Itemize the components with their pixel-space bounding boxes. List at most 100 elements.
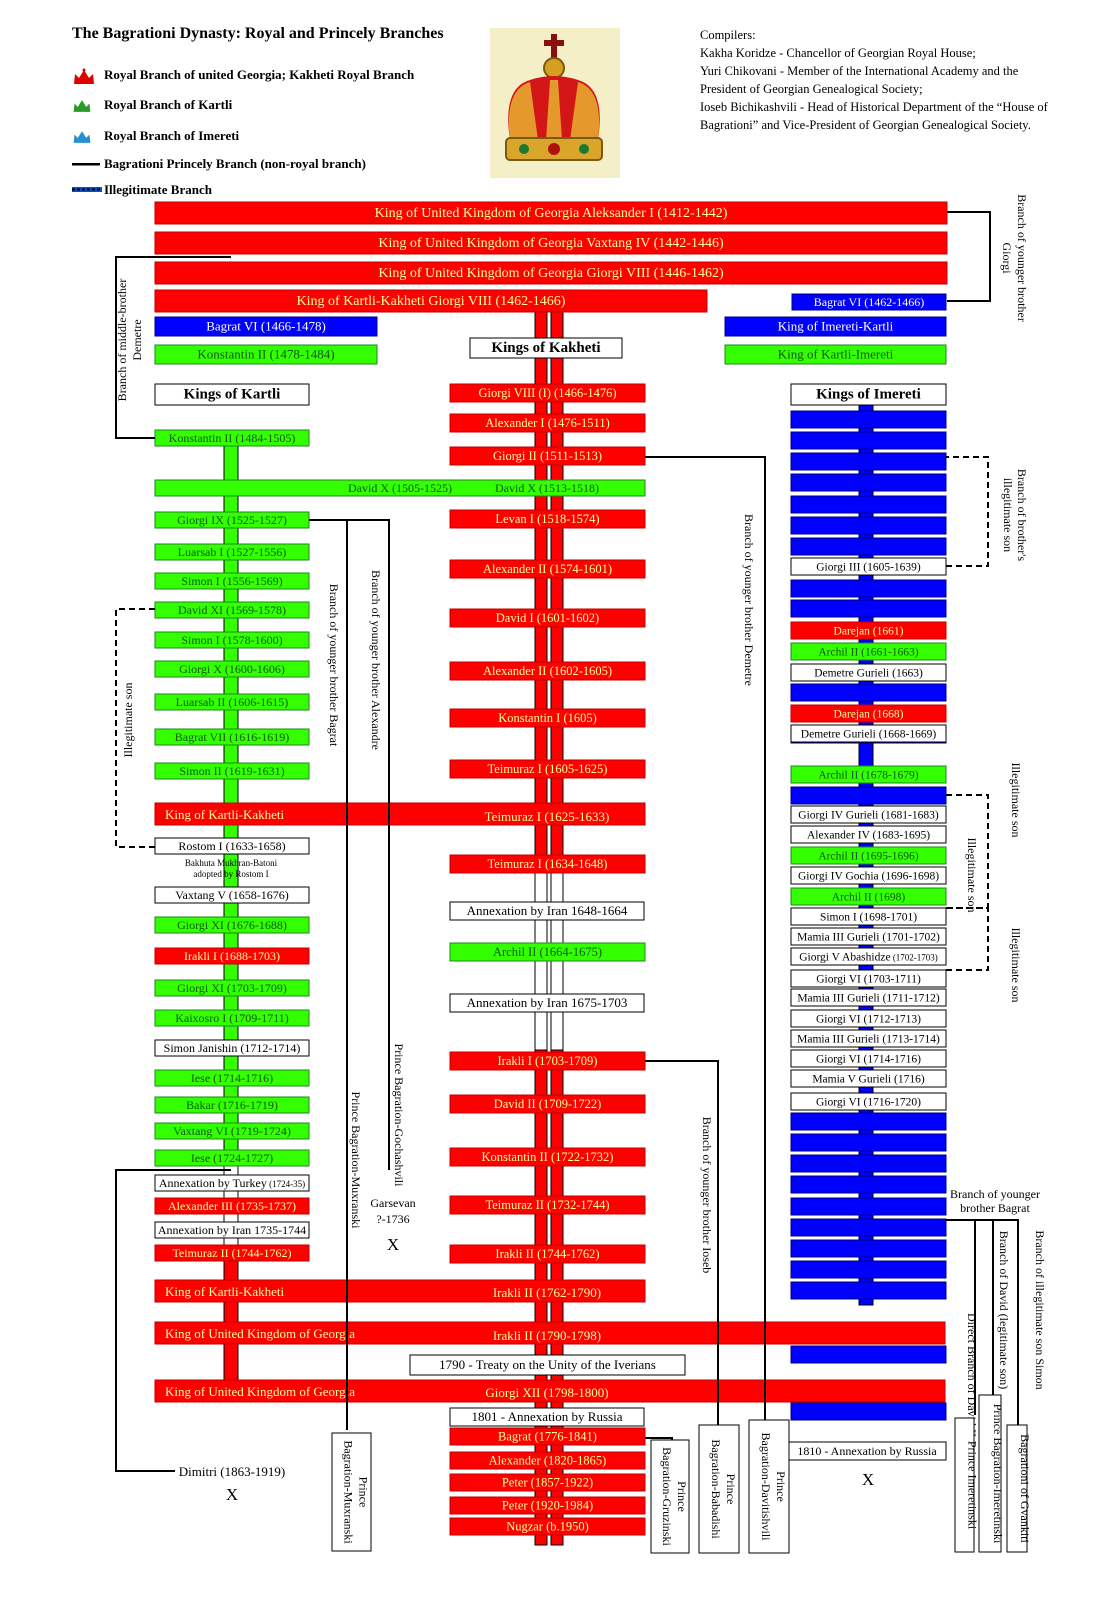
kakheti-king — [449, 1147, 646, 1167]
kartli-king-label: Iese (1724-1727) — [191, 1151, 273, 1165]
imereti-king-label: Archil II (1678-1679) — [818, 770, 918, 782]
kakheti-king-label: Alexander I (1476-1511) — [485, 416, 610, 430]
imereti-king-label: Giorgi V Abashidze (1702-1703) — [799, 952, 938, 964]
kartli-king — [154, 728, 310, 746]
vlabel-illegitimate-3: Illegitimate son — [1009, 928, 1023, 1003]
top-king-bar-label: King of United Kingdom of Georgia Vaxtan… — [378, 236, 724, 251]
imereti-king-label: Alexander IV (1683-1695) — [807, 830, 930, 842]
kartli-king-label: Kaixosro I (1709-1711) — [175, 1011, 289, 1025]
imereti-king — [790, 927, 947, 946]
kakheti-annexation-box-label: Annexation by Iran 1675-1703 — [467, 995, 628, 1010]
kartli-king — [154, 631, 310, 649]
top-king-bar-label: King of Kartli-Kakheti Giorgi VIII (1462… — [297, 294, 566, 309]
imereti-king-blue — [790, 1218, 947, 1237]
kakheti-annexation-box — [449, 901, 645, 921]
kartli-king — [154, 1096, 310, 1114]
page-title: The Bagrationi Dynasty: Royal and Prince… — [72, 25, 444, 42]
wide-king-bar — [154, 1379, 946, 1403]
black-line-icon — [72, 163, 100, 166]
kakheti-king — [449, 708, 646, 728]
top-king-bar — [154, 231, 948, 255]
prince-label: Bagration-Gruzinski — [660, 1447, 674, 1546]
vlabel-brothers-illegitimate: Branch of brother's — [1015, 469, 1029, 561]
kings-of-imereti-header — [790, 383, 947, 406]
imereti-king-blue — [790, 1402, 947, 1421]
compiler-line: Kakha Koridze - Chancellor of Georgian R… — [700, 46, 976, 60]
imereti-king-label: Giorgi III (1605-1639) — [816, 562, 921, 574]
kakheti-king-label: Teimuraz I (1625-1633) — [485, 809, 610, 824]
imereti-king-label: Demetre Gurieli (1663) — [814, 668, 923, 680]
branch-middle-demetre — [115, 256, 231, 439]
legend-label-black: Bagrationi Princely Branch (non-royal br… — [104, 156, 366, 171]
branch-younger-alexandre — [309, 519, 390, 1170]
imereti-king-blue — [790, 1154, 947, 1173]
kakheti-king-label: Irakli II (1790-1798) — [493, 1328, 601, 1343]
kakheti-king-label: Teimuraz II (1732-1744) — [485, 1198, 609, 1212]
kings-of-kakheti-header-label: Kings of Kakheti — [491, 340, 600, 356]
vlabel-younger-ioseb: Branch of younger brother Ioseb — [700, 1117, 714, 1274]
kartli-king — [154, 886, 310, 904]
top-king-bar — [154, 289, 708, 313]
imereti-king-label: Mamia V Gurieli (1716) — [812, 1074, 924, 1086]
legend-label-blue: Royal Branch of Imereti — [104, 128, 240, 143]
imereti-king-blue — [790, 473, 947, 492]
vlabel-younger-demetre: Branch of younger brother Demetre — [742, 514, 756, 686]
imereti-king-blue — [790, 683, 947, 702]
vlabel-younger-giorgi: Branch of younger brother — [1015, 194, 1029, 322]
kakheti-king-label: Peter (1920-1984) — [502, 1499, 593, 1513]
vlabel-direct-david: Direct Branch of David II — [965, 1313, 979, 1437]
kakheti-king — [449, 1094, 646, 1114]
kartli-king-label: Luarsab I (1527-1556) — [178, 545, 287, 559]
imereti-king — [790, 805, 947, 824]
legend-label-green: Royal Branch of Kartli — [104, 97, 233, 112]
imereti-king-blue — [790, 1175, 947, 1194]
kartli-king — [154, 762, 310, 780]
imereti-king — [790, 866, 947, 885]
kakheti-king — [449, 559, 646, 579]
kartli-king-label: Alexander III (1735-1737) — [168, 1199, 296, 1213]
extinct-mark: X — [862, 1470, 874, 1489]
imereti-king-blue — [790, 495, 947, 514]
treaty-box — [409, 1354, 686, 1376]
prince-box — [978, 1394, 1002, 1553]
imereti-king-label: Archil II (1698) — [832, 892, 906, 904]
imereti-king-label: Demetre Gurieli (1668-1669) — [801, 729, 937, 741]
extinct-mark: X — [226, 1485, 238, 1504]
imereti-king — [790, 765, 947, 784]
kartli-king — [154, 479, 646, 497]
imereti-king-label: Giorgi VI (1703-1711) — [816, 974, 921, 986]
kakheti-king-label: Konstantin I (1605) — [498, 711, 597, 725]
kartli-king-label: Giorgi XI (1676-1688) — [177, 918, 287, 932]
wide-king-bar — [154, 1279, 646, 1303]
imereti-king — [790, 988, 947, 1007]
imereti-king — [790, 1009, 947, 1028]
prince-label: Prince Bagration-Imeretinski — [991, 1404, 1005, 1544]
kakheti-king-label: Irakli I (1703-1709) — [498, 1054, 598, 1068]
imereti-king — [790, 1069, 947, 1088]
kakheti-king-label: Irakli II (1762-1790) — [493, 1285, 601, 1300]
legend-label-red: Royal Branch of united Georgia; Kakheti … — [104, 67, 415, 82]
kartli-king-label: Annexation by Iran 1735-1744 — [158, 1223, 306, 1237]
kakheti-king-label: Teimuraz I (1634-1648) — [488, 857, 608, 871]
imereti-king-label: Mamia III Gurieli (1701-1702) — [797, 932, 940, 944]
illegitimate-imereti-1 — [946, 456, 989, 567]
kakheti-king — [449, 1473, 646, 1492]
imereti-king-blue — [790, 1260, 947, 1279]
extinct-mark: X — [387, 1235, 399, 1254]
top-king-bar — [154, 261, 948, 285]
prince-label: Bagrationi of Gvankiti — [1018, 1434, 1032, 1543]
kartli-king — [154, 916, 310, 934]
kartli-imereti-bar — [724, 344, 947, 365]
kartli-king-label: Iese (1714-1716) — [191, 1071, 273, 1085]
kartli-king — [154, 543, 310, 561]
vlabel-younger-bagrat: Branch of younger brother Bagrat — [327, 584, 341, 747]
top-king-bar-label: King of United Kingdom of Georgia Aleksa… — [375, 206, 728, 221]
vlabel-gochashvili: Prince Bagration-Gochashvili — [392, 1044, 406, 1188]
wide-king-bar-label: King of Kartli-Kakheti — [165, 807, 285, 822]
green-crown-icon — [73, 100, 91, 112]
branch-younger-demetre — [645, 456, 766, 1430]
kartli-king-label: Simon I (1556-1569) — [181, 574, 282, 588]
early-konstantin-ii — [154, 344, 378, 365]
kartli-king-label: Bagrat VII (1616-1619) — [175, 730, 289, 744]
kakheti-king-label: Teimuraz I (1605-1625) — [488, 762, 608, 776]
